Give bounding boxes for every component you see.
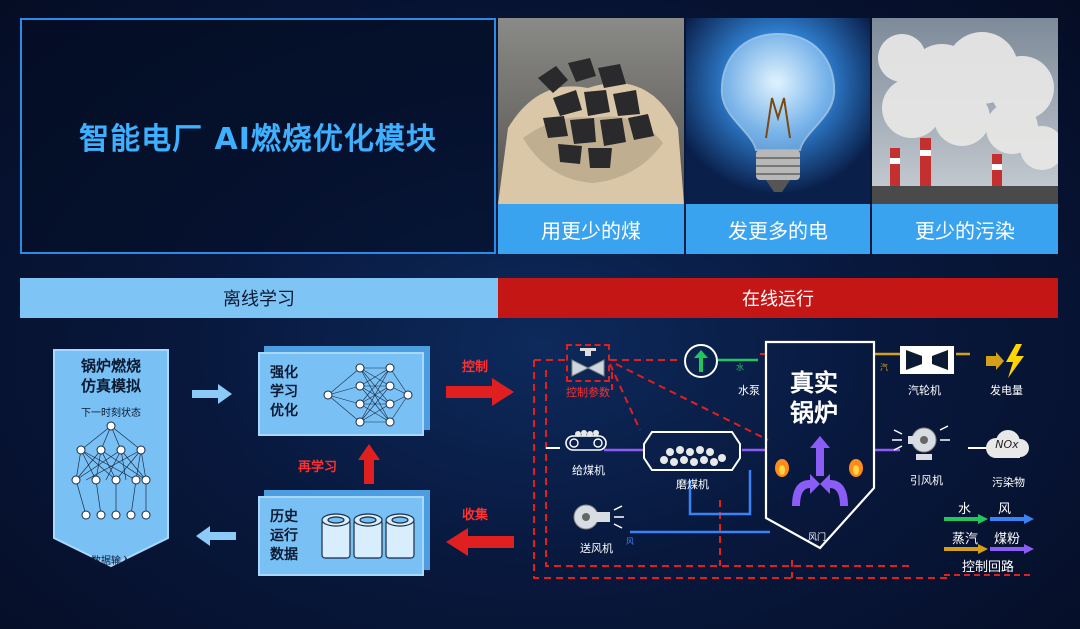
legend-steam-label: 蒸汽: [952, 532, 979, 547]
induced-fan-label: 引风机: [910, 474, 943, 487]
boiler-line1: 真实: [790, 369, 838, 397]
history-line1: 历史: [270, 509, 298, 525]
control-valve[interactable]: [566, 344, 610, 382]
legend: 水 风 蒸汽 煤粉 控制回路: [944, 498, 1034, 578]
relearn-label: 再学习: [298, 460, 338, 475]
data-input-label: 数据输入: [91, 556, 131, 567]
real-boiler-label: 真实 锅炉: [790, 368, 838, 428]
history-data-box: 历史 运行 数据: [258, 496, 424, 576]
control-label: 控制: [462, 360, 489, 375]
rl-line3: 优化: [270, 403, 298, 419]
coal-mill-icon[interactable]: [642, 428, 742, 474]
power-output-label: 发电量: [990, 384, 1023, 397]
relearn-arrow: [358, 444, 380, 484]
benefit-label-2: 发更多的电: [686, 204, 870, 254]
rl-line2: 学习: [270, 384, 298, 400]
coal-photo: [498, 18, 684, 204]
pollutant-label: 污染物: [992, 476, 1025, 489]
coal-mill-label: 磨煤机: [676, 478, 709, 491]
rl-line1: 强化: [270, 365, 298, 381]
page-title: 智能电厂 AI燃烧优化模块: [79, 122, 437, 157]
section-offline: 离线学习: [20, 278, 498, 318]
arrow-and-bolt: [986, 344, 1024, 378]
history-line3: 数据: [270, 547, 298, 563]
blower-label: 送风机: [580, 542, 613, 555]
arrow-up-icon: [694, 350, 708, 372]
boiler-line2: 锅炉: [790, 399, 838, 427]
history-line2: 运行: [270, 528, 298, 544]
coal-feeder-icon[interactable]: [564, 428, 608, 456]
sim-title-line1: 锅炉燃烧: [80, 357, 141, 375]
blower-fan-icon[interactable]: [570, 502, 636, 532]
collect-label: 收集: [462, 508, 489, 523]
legend-steam-swatch: [944, 544, 988, 554]
title-panel: 智能电厂 AI燃烧优化模块: [20, 18, 496, 254]
rl-network-icon: [323, 363, 413, 427]
water-pump-label: 水泵: [738, 384, 760, 397]
process-flow-lines: [533, 340, 988, 579]
legend-air-label: 风: [998, 502, 1012, 517]
flame-icon: [775, 459, 863, 477]
coal-feeder-label: 给煤机: [572, 464, 605, 477]
legend-coal-powder-swatch: [990, 544, 1034, 554]
collect-arrow: [446, 528, 514, 556]
legend-water-label: 水: [958, 502, 972, 517]
legend-control-loop-swatch: [944, 574, 1034, 576]
nox-cloud-icon: NOx: [984, 428, 1030, 462]
history-to-sim-arrow: [196, 526, 236, 546]
air-door-label: 风门: [808, 533, 827, 543]
benefit-label-3: 更少的污染: [872, 204, 1058, 254]
turbine-label: 汽轮机: [908, 384, 941, 397]
boiler-simulation-box: 锅炉燃烧 仿真模拟 下一时刻状态 数据输入: [52, 348, 170, 568]
water-small-label: 水: [736, 363, 744, 372]
water-pump[interactable]: [684, 344, 718, 378]
valve-icon: [571, 348, 605, 377]
control-params-label: 控制参数: [566, 386, 610, 399]
rl-optimization-box: 强化 学习 优化: [258, 352, 424, 436]
control-arrow: [446, 378, 514, 406]
legend-control-loop-label: 控制回路: [962, 560, 1015, 575]
air-small-label: 风: [626, 537, 634, 546]
smokestack-photo: [872, 18, 1058, 204]
section-online: 在线运行: [498, 278, 1058, 318]
light-bulb-photo: [686, 18, 870, 204]
database-cylinders-icon: [321, 513, 415, 559]
nox-label: NOx: [995, 438, 1019, 451]
benefit-label-1: 用更少的煤: [498, 204, 684, 254]
induced-fan-icon[interactable]: [892, 424, 956, 464]
legend-water-swatch: [944, 514, 988, 524]
neural-network-icon: [71, 421, 151, 520]
legend-air-swatch: [990, 514, 1034, 524]
sim-title-line2: 仿真模拟: [80, 377, 141, 395]
lightning-bolt-icon: [1006, 344, 1024, 378]
sim-to-rl-arrow: [192, 384, 232, 404]
legend-coal-powder-label: 煤粉: [994, 532, 1021, 547]
turbine-icon[interactable]: [898, 344, 956, 376]
steam-small-label: 汽: [880, 363, 888, 372]
next-state-label: 下一时刻状态: [81, 408, 141, 419]
